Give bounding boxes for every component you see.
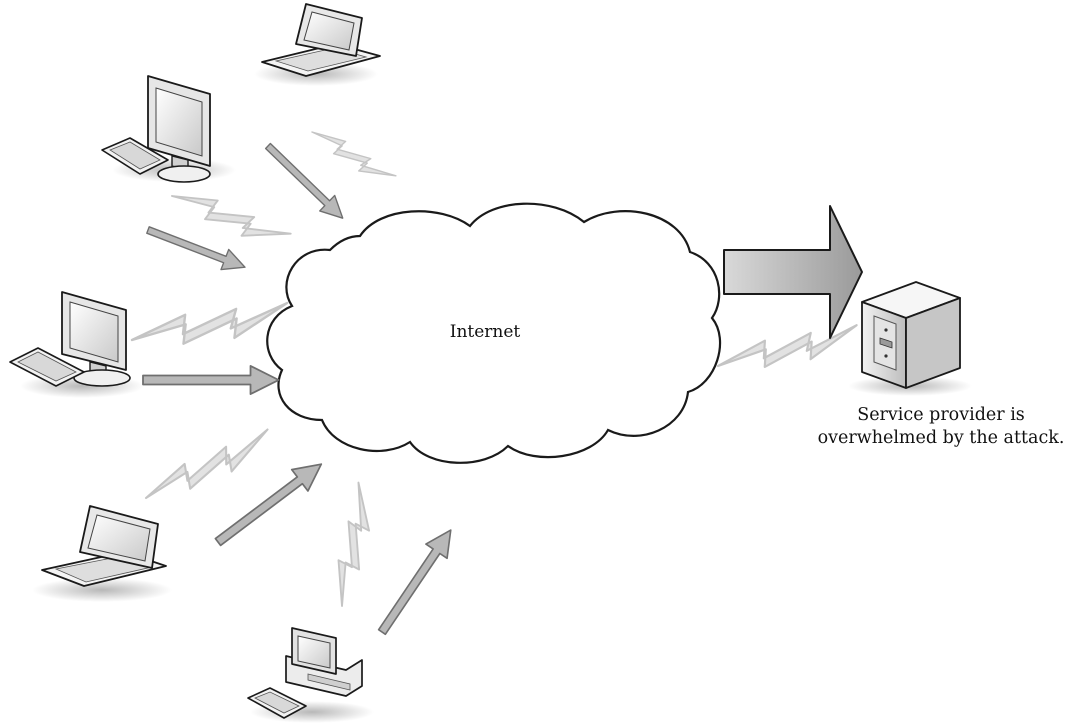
lightning-bolt-icon: [129, 301, 291, 348]
lightning-bolt-icon: [136, 428, 279, 505]
service-provider-caption: Service provider is overwhelmed by the a…: [800, 404, 1082, 450]
lightning-bolt-icon: [714, 324, 862, 373]
overload-arrow: [723, 205, 863, 339]
attack-arrow: [143, 219, 250, 278]
server-icon: [848, 281, 972, 396]
internet-cloud-icon: [266, 202, 722, 464]
internet-label: Internet: [449, 322, 521, 342]
desktop-computer-icon: [247, 627, 374, 723]
desktop-computer-icon: [9, 291, 144, 398]
attack-arrow: [370, 522, 463, 640]
caption-line: overwhelmed by the attack.: [817, 428, 1065, 448]
attack-arrow: [142, 365, 280, 395]
attack-arrow: [209, 452, 331, 554]
lightning-bolt-icon: [319, 481, 386, 609]
laptop-icon: [32, 505, 172, 602]
caption-line: Service provider is: [857, 405, 1025, 425]
lightning-bolt-icon: [308, 117, 397, 194]
desktop-computer-icon: [101, 75, 236, 183]
laptop-icon: [254, 3, 381, 86]
